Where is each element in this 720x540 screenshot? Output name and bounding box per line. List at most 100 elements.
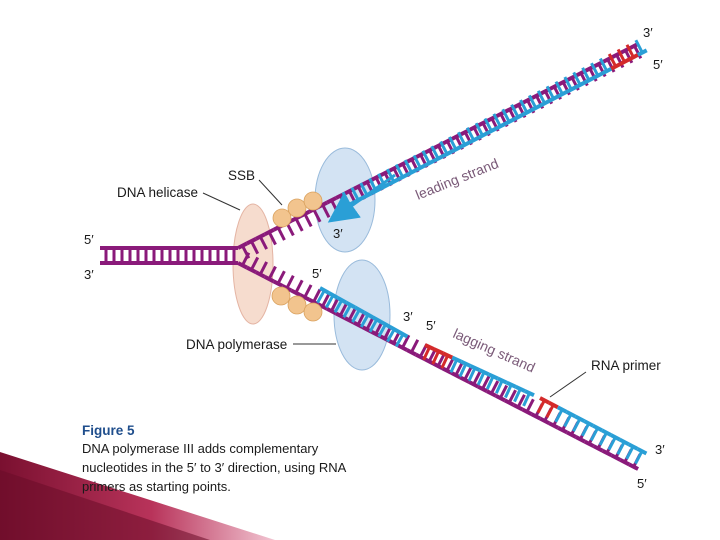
lower-parental-rung [338,302,348,317]
lower-parental-backbone [512,403,524,412]
end-label: 5′ [426,318,436,333]
lower-parental-rung [490,380,500,395]
leading-new-rung [430,145,440,160]
leading-new-backbone [468,136,480,145]
leading-new-rung [465,127,476,141]
lower-parental-rung [330,297,340,312]
leading-new-rung [403,159,413,174]
okazaki-fragment-1-backbone [371,315,383,324]
okazaki-fragment-2-rung [494,379,504,394]
upper-parental-rung [633,45,643,59]
lower-parental-rung [294,279,304,294]
leading-new-backbone [574,80,586,89]
lower-parental-rung [250,256,260,271]
leading-new-backbone [628,53,639,62]
okazaki-fragment-3-rung [580,422,591,437]
end-label: 3′ [403,309,413,324]
leading-strand-arrow [327,173,396,223]
okazaki-fragment-1-rung [325,294,335,309]
end-label: 5′ [84,232,94,247]
okazaki-fragment-1-rung [377,323,387,338]
okazaki-fragment-2-rung [458,363,468,378]
okazaki-fragment-3-rung [625,445,635,460]
lower-parental-backbone [468,380,479,389]
okazaki-fragment-3-backbone [592,423,603,433]
end-label: 3′ [84,267,94,282]
okazaki-fragment-3-rung [563,413,573,428]
lower-parental-rung [276,270,286,285]
leading-new-rung [581,67,591,81]
leading-new-rung [563,76,573,91]
leading-new-backbone [494,122,506,131]
leading-new-backbone [503,117,515,126]
rna-primer-label: RNA primer [591,358,661,373]
okazaki-fragment-2-rung [504,384,513,399]
okazaki-fragment-3-rung [554,408,564,423]
okazaki-fragment-2-rung [476,371,486,386]
figure-number: Figure 5 [82,423,135,438]
leading-new-rung [634,39,644,54]
upper-parental-rung [276,226,286,241]
leading-new-rung [519,99,529,114]
okazaki-fragment-1-rung [351,309,361,323]
ssb-proteins [271,191,323,322]
okazaki-fragment-2-rung [467,367,477,382]
lower-parental-rung [321,293,331,308]
ssb-label: SSB [228,168,255,183]
lower-parental-backbone [406,348,417,357]
okazaki-fragment-3-rung [598,431,608,446]
dna-polymerase-label: DNA polymerase [186,337,287,352]
lower-parental-backbone [530,412,542,421]
upper-parental-rung [303,213,313,228]
leading-new-rung [590,62,600,77]
end-label: 5′ [653,57,663,72]
leader-lines [202,179,587,398]
lower-parental-rung [258,261,268,276]
okazaki-fragment-1-backbone [345,300,356,310]
okazaki-fragment-2-rung [485,375,495,390]
lower-parental-rung [481,375,491,390]
caption-line: primers as starting points. [82,479,231,494]
okazaki-fragment-1-rung [316,289,326,304]
leading-new-backbone [370,186,382,195]
slide-accent-shadow [0,470,210,540]
upper-parental-rung [258,235,268,250]
lower-parental-rung [241,252,251,266]
okazaki-fragment-1-rung [333,299,344,314]
okazaki-fragment-3-rung [536,399,546,414]
okazaki-fragment-3-rung [589,427,599,442]
upper-parental-rung [267,231,277,246]
upper-parental-backbone [245,237,257,246]
lower-parental-rung [312,288,322,303]
okazaki-fragment-1-rung [394,333,405,348]
leading-new-rung [448,136,458,151]
okazaki-fragment-3-rung [616,441,626,456]
figure-caption-text: DNA polymerase III adds complementary nu… [82,439,402,496]
lower-parental-rung [347,307,357,321]
lower-parental-rung [401,334,411,349]
lower-parental-rung [463,366,473,381]
lower-parental-rung [472,371,482,386]
dna-helicase-label: DNA helicase [117,185,198,200]
end-label: 5′ [312,266,322,281]
leading-new-rung [616,48,626,63]
leading-new-rung [572,71,582,86]
leading-new-backbone [397,172,409,182]
end-label: 3′ [333,226,343,241]
polymerase-leading-shape [314,147,376,253]
leading-new-rung [439,140,449,155]
okazaki-fragment-3-rung [634,450,644,465]
leading-new-rung [554,80,564,95]
leading-new-rung [474,122,484,137]
okazaki-fragment-1-rung [368,318,379,333]
okazaki-fragment-1-backbone [336,295,348,305]
leading-new-rung [536,90,547,104]
leading-new-rung [607,53,618,68]
leading-new-rung [359,182,369,197]
okazaki-fragment-3-rung [572,418,582,432]
lower-parental-rung [507,389,517,404]
okazaki-fragment-2-rung [522,392,531,407]
figure-caption: Figure 5 DNA polymerase III adds complem… [82,422,402,496]
dna-strands [100,39,648,471]
